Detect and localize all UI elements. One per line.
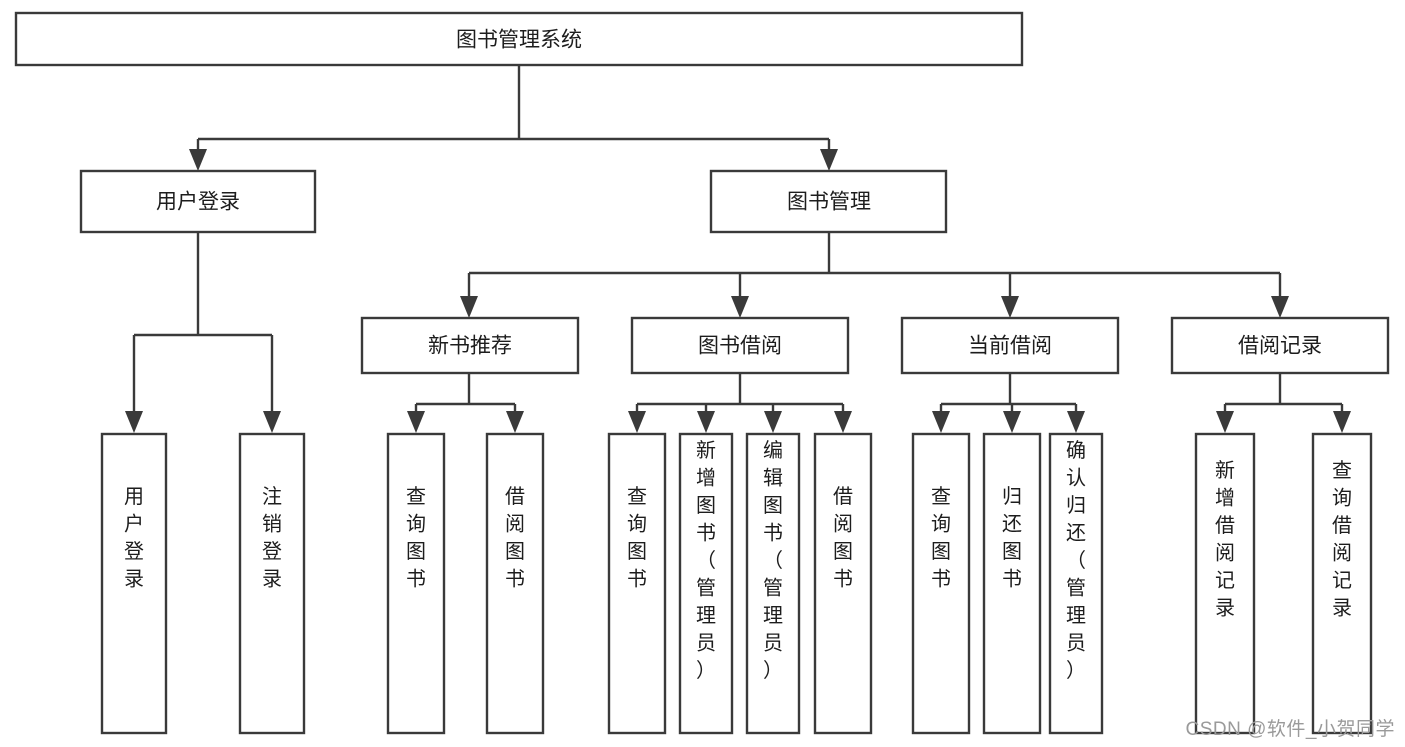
- node-new-book-recommend[interactable]: 新书推荐: [360, 316, 580, 375]
- node-recommend-query-book-box[interactable]: [386, 432, 446, 735]
- arrow-head-user-login-action: [125, 411, 143, 433]
- node-book-management[interactable]: 图书管理: [709, 169, 948, 234]
- arrow-head-borrow-borrow-book: [834, 411, 852, 433]
- node-add-borrow-record-box[interactable]: [1194, 432, 1256, 735]
- node-current-return-book[interactable]: 归还图书: [982, 432, 1042, 735]
- node-user-logout-action-label: 注销登录: [262, 485, 282, 591]
- arrow-head-user-logout-action: [263, 411, 281, 433]
- arrow-head-current-confirm-return: [1067, 411, 1085, 433]
- node-borrow-edit-book-label: 编辑图书（管理员）: [763, 439, 783, 682]
- node-recommend-query-book-label: 查询图书: [406, 485, 426, 591]
- node-book-borrow-label: 图书借阅: [698, 335, 782, 358]
- node-borrow-add-book[interactable]: 新增图书（管理员）: [678, 432, 734, 735]
- node-user-login-action-box[interactable]: [100, 432, 168, 735]
- arrow-head-borrow-query-book: [628, 411, 646, 433]
- node-current-return-book-label: 归还图书: [1002, 485, 1022, 591]
- node-borrow-query-book-box[interactable]: [607, 432, 667, 735]
- node-borrow-records[interactable]: 借阅记录: [1170, 316, 1390, 375]
- arrow-head-book-borrow: [731, 296, 749, 318]
- node-add-borrow-record-label: 新增借阅记录: [1215, 459, 1235, 620]
- node-user-logout-action-box[interactable]: [238, 432, 306, 735]
- node-recommend-borrow-book[interactable]: 借阅图书: [485, 432, 545, 735]
- node-user-login-action-label: 用户登录: [124, 486, 144, 591]
- node-current-query-book-label: 查询图书: [931, 485, 951, 591]
- node-add-borrow-record[interactable]: 新增借阅记录: [1194, 432, 1256, 735]
- arrow-head-borrow-edit-book: [764, 411, 782, 433]
- node-query-borrow-record[interactable]: 查询借阅记录: [1311, 432, 1373, 735]
- node-borrow-add-book-label: 新增图书（管理员）: [696, 439, 716, 682]
- node-current-return-book-box[interactable]: [982, 432, 1042, 735]
- node-current-confirm-return[interactable]: 确认归还（管理员）: [1048, 432, 1104, 735]
- arrow-head-book-management: [820, 149, 838, 171]
- node-layer: 图书管理系统 用户登录 图书管理 新书推荐 图书借阅: [14, 11, 1390, 735]
- arrow-head-borrow-add-book: [697, 411, 715, 433]
- node-book-borrow[interactable]: 图书借阅: [630, 316, 850, 375]
- node-user-login-action[interactable]: 用户登录: [100, 432, 168, 735]
- node-current-query-book-box[interactable]: [911, 432, 971, 735]
- node-book-management-box[interactable]: [709, 169, 948, 234]
- node-recommend-borrow-book-box[interactable]: [485, 432, 545, 735]
- node-current-borrow[interactable]: 当前借阅: [900, 316, 1120, 375]
- node-new-book-recommend-box[interactable]: [360, 316, 580, 375]
- node-borrow-add-book-box[interactable]: [678, 432, 734, 735]
- node-recommend-query-book[interactable]: 查询图书: [386, 432, 446, 735]
- arrow-head-recommend-borrow-book: [506, 411, 524, 433]
- node-current-query-book[interactable]: 查询图书: [911, 432, 971, 735]
- node-book-management-label: 图书管理: [787, 191, 871, 214]
- arrow-head-recommend-query-book: [407, 411, 425, 433]
- arrow-head-current-return-book: [1003, 411, 1021, 433]
- node-current-confirm-return-label: 确认归还（管理员）: [1066, 439, 1086, 682]
- node-borrow-borrow-book[interactable]: 借阅图书: [813, 432, 873, 735]
- connector-layer: [125, 65, 1351, 433]
- node-borrow-borrow-book-label: 借阅图书: [833, 485, 853, 591]
- node-query-borrow-record-box[interactable]: [1311, 432, 1373, 735]
- arrow-head-current-borrow: [1001, 296, 1019, 318]
- node-borrow-edit-book-box[interactable]: [745, 432, 801, 735]
- node-current-confirm-return-box[interactable]: [1048, 432, 1104, 735]
- node-borrow-records-box[interactable]: [1170, 316, 1390, 375]
- node-query-borrow-record-label: 查询借阅记录: [1332, 459, 1352, 620]
- node-borrow-query-book[interactable]: 查询图书: [607, 432, 667, 735]
- node-book-borrow-box[interactable]: [630, 316, 850, 375]
- arrow-head-user-login: [189, 149, 207, 171]
- arrow-head-borrow-records: [1271, 296, 1289, 318]
- arrow-head-query-borrow-record: [1333, 411, 1351, 433]
- node-root[interactable]: 图书管理系统: [14, 11, 1024, 67]
- node-user-login[interactable]: 用户登录: [79, 169, 317, 234]
- node-user-login-label: 用户登录: [156, 191, 240, 214]
- node-new-book-recommend-label: 新书推荐: [428, 335, 512, 358]
- node-borrow-query-book-label: 查询图书: [627, 485, 647, 591]
- node-root-box[interactable]: [14, 11, 1024, 67]
- node-user-logout-action[interactable]: 注销登录: [238, 432, 306, 735]
- arrow-head-new-book-recommend: [460, 296, 478, 318]
- node-user-login-box[interactable]: [79, 169, 317, 234]
- node-root-label: 图书管理系统: [456, 29, 582, 52]
- node-borrow-borrow-book-box[interactable]: [813, 432, 873, 735]
- arrow-head-add-borrow-record: [1216, 411, 1234, 433]
- arrow-head-current-query-book: [932, 411, 950, 433]
- node-current-borrow-box[interactable]: [900, 316, 1120, 375]
- node-borrow-edit-book[interactable]: 编辑图书（管理员）: [745, 432, 801, 735]
- node-recommend-borrow-book-label: 借阅图书: [505, 485, 525, 591]
- node-current-borrow-label: 当前借阅: [968, 335, 1052, 358]
- node-borrow-records-label: 借阅记录: [1238, 335, 1322, 358]
